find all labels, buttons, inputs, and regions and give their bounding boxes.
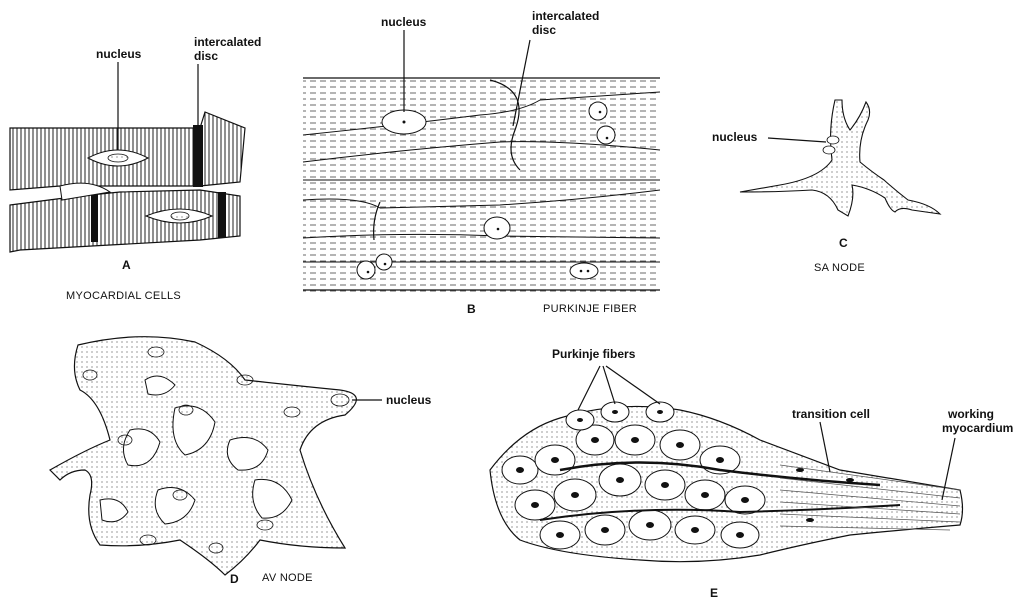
panel-a-disc-label-line1: intercalated [194,36,261,49]
panel-c-caption: SA NODE [814,262,865,274]
panel-d-drawing [50,337,382,575]
panel-e-working-label-line1: working [948,408,994,421]
panel-a-nucleus-label: nucleus [96,48,141,61]
panel-c-drawing [740,100,940,216]
panel-b-drawing [303,30,660,294]
panel-e-working-label-line2: myocardium [942,422,1013,435]
panel-d-letter: D [230,572,239,586]
panel-e-drawing [490,366,963,562]
panel-e-transition-label: transition cell [792,408,870,421]
panel-e-letter: E [710,586,718,600]
panel-b-caption: PURKINJE FIBER [543,303,637,315]
panel-a-letter: A [122,258,131,272]
panel-b-disc-label-line1: intercalated [532,10,599,23]
panel-b-letter: B [467,302,476,316]
panel-b-disc-label-line2: disc [532,24,556,37]
panel-c-letter: C [839,236,848,250]
panel-a-disc-label-line2: disc [194,50,218,63]
panel-e-purkinje-label: Purkinje fibers [552,348,635,361]
panel-b-nucleus-label: nucleus [381,16,426,29]
panel-d-caption: AV NODE [262,572,313,584]
panel-a-drawing [10,62,245,252]
panel-c-nucleus-label: nucleus [712,131,757,144]
panel-d-nucleus-label: nucleus [386,394,431,407]
panel-a-caption: MYOCARDIAL CELLS [66,290,181,302]
